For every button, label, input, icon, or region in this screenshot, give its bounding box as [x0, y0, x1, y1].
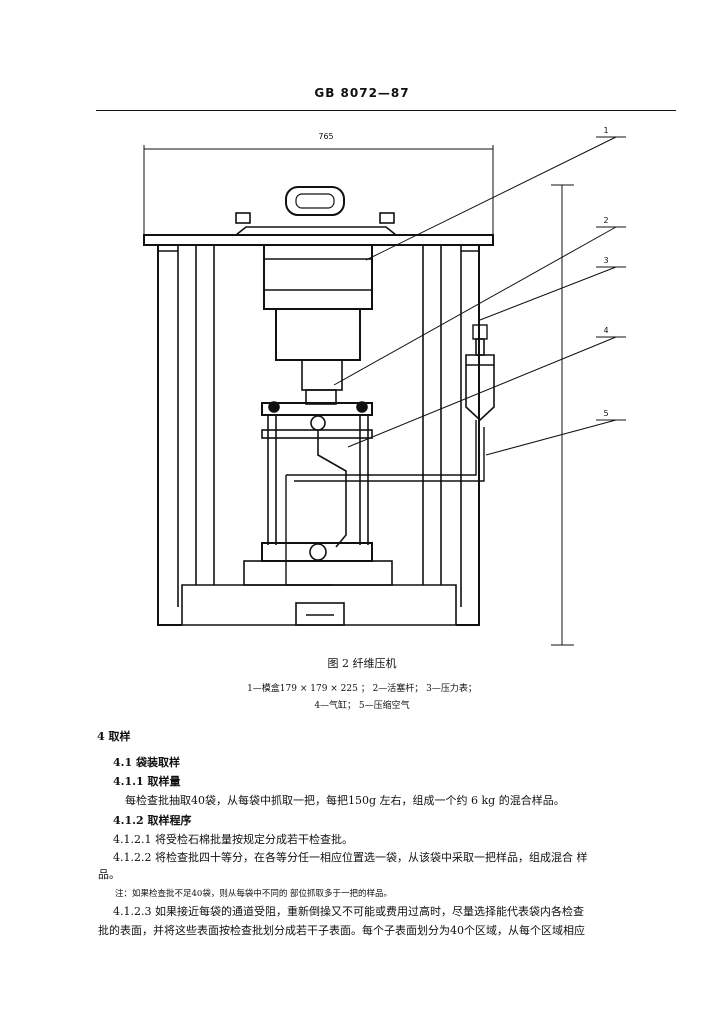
header-rule	[96, 110, 676, 111]
figure-legend-line2: 4—气缸； 5—压缩空气	[314, 701, 410, 711]
section-4-1-2-2-text: 4.1.2.2 将检查批四十等分，在各等分任一相应位置选一袋，从该袋中采取一把样…	[113, 851, 588, 864]
section-4-1-2-3-text: 4.1.2.3 如果接近每袋的通道受阻，重新倒操又不可能或费用过高时，尽量选择能…	[113, 905, 584, 918]
section-4-1-2-heading: 4.1.2 取样程序	[113, 814, 192, 827]
section-4-1-1-text: 每检查批抽取40袋，从每袋中抓取一把，每把150g 左右，组成一个约 6 kg …	[125, 794, 565, 807]
figure-caption: 图 2 纤维压机	[327, 657, 397, 670]
section-4-heading: 4 取样	[97, 730, 131, 743]
figure-legend-line1: 1—模盒179 × 179 × 225 ； 2—活塞杆； 3—压力表；	[247, 684, 477, 694]
callout-4: 4	[603, 326, 608, 335]
dimension-label: 765	[318, 132, 333, 141]
callout-5: 5	[603, 409, 608, 418]
width-dimension: 765	[143, 132, 494, 235]
section-4-1-1-heading: 4.1.1 取样量	[113, 775, 181, 788]
section-4-1-2-1-text: 4.1.2.1 将受检石棉批量按规定分成若干检查批。	[113, 833, 353, 846]
callout-3: 3	[603, 256, 608, 265]
callout-1: 1	[603, 126, 608, 135]
callout-2: 2	[603, 216, 608, 225]
section-4-1-heading: 4.1 袋装取样	[113, 756, 180, 769]
note-text: 注：如果检查批不足40袋，则从每袋中不同的 部位抓取多于一把的样品。	[115, 889, 393, 899]
press-machine-diagram: 765	[143, 126, 626, 646]
section-4-1-2-2-cont: 品。	[98, 868, 120, 881]
standard-header: GB 8072—87	[314, 86, 410, 100]
section-4-1-2-3-cont: 批的表面，并将这些表面按检查批划分成若干子表面。每个子表面划分为40个区域，从每…	[98, 924, 585, 937]
